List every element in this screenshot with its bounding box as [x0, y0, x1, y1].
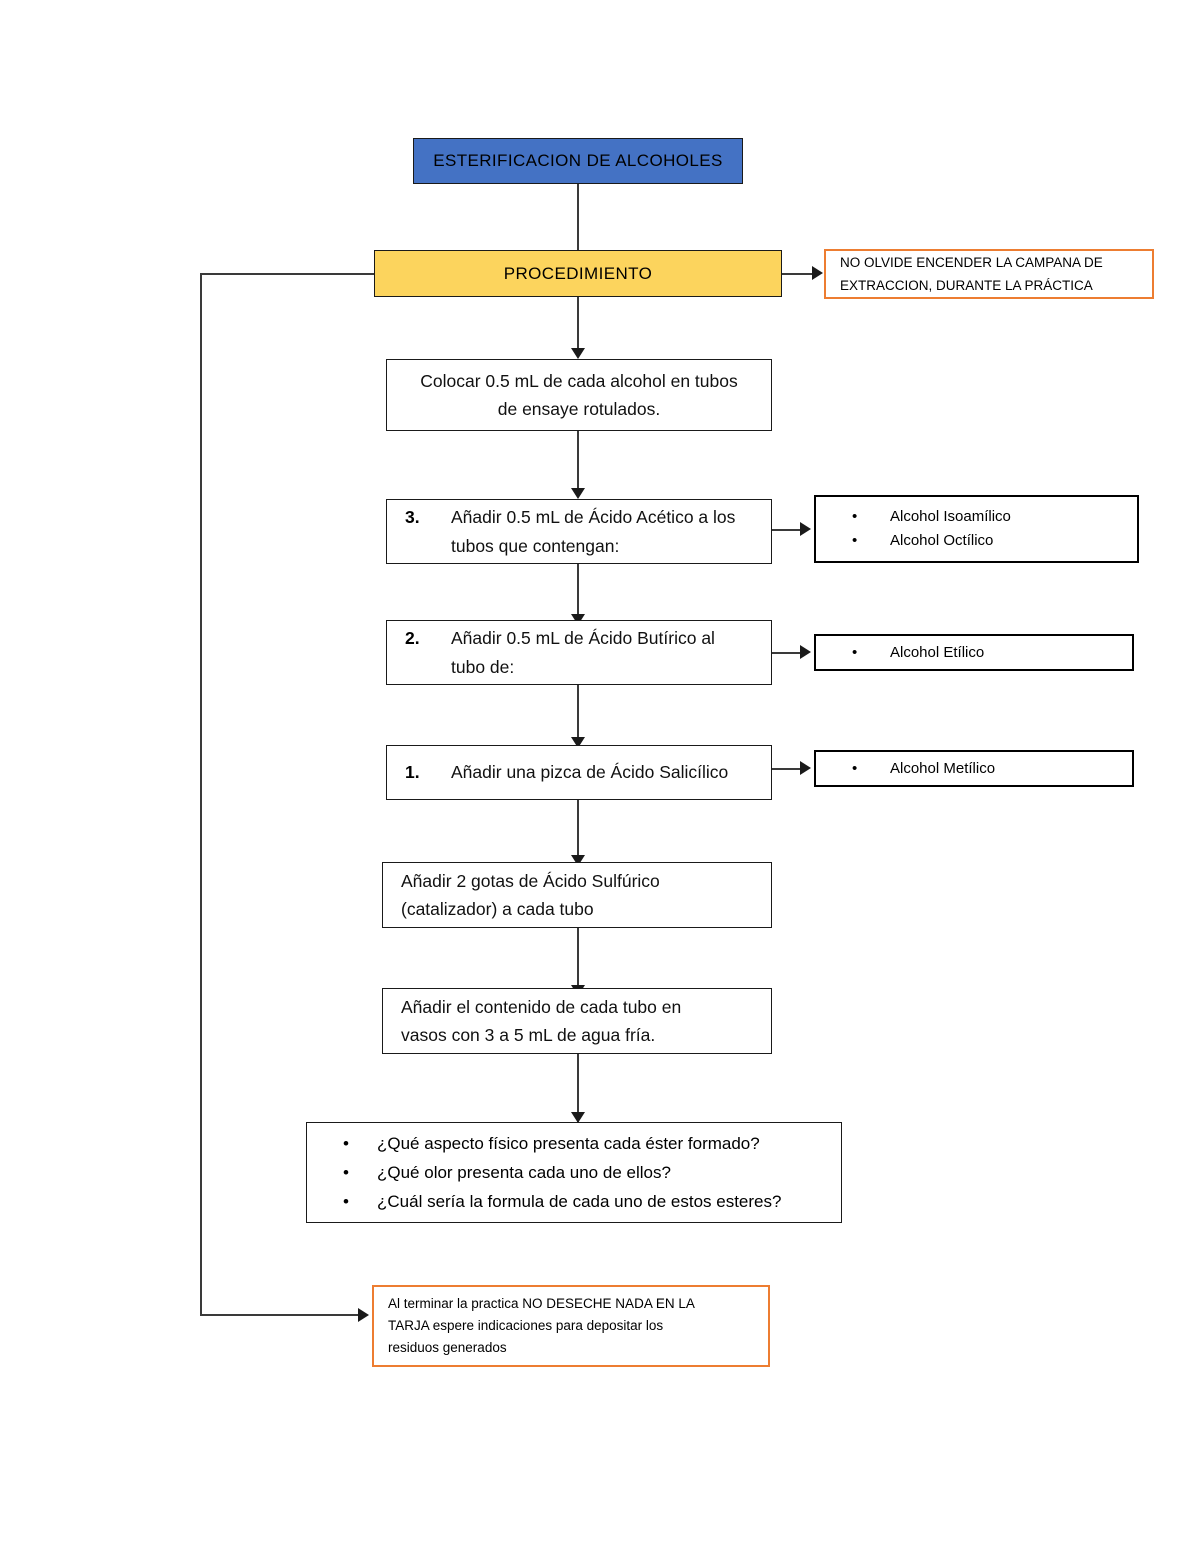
alcohol-list-acetico: Alcohol Isoamílico Alcohol Octílico	[814, 495, 1139, 563]
step-butirico-number: 2.	[405, 628, 420, 649]
step-box-acido-sulfurico: Añadir 2 gotas de Ácido Sulfúrico (catal…	[382, 862, 772, 928]
step-colocar-line2: de ensaye rotulados.	[497, 399, 661, 419]
connector-procedure-to-warning	[782, 273, 814, 275]
list-item: Alcohol Isoamílico	[830, 505, 1123, 529]
connector-sulfurico-to-agua	[577, 928, 579, 990]
list-item: ¿Cuál sería la formula de cada uno de es…	[321, 1187, 827, 1216]
step-box-acido-salicilico: 1. Añadir una pizca de Ácido Salicílico	[386, 745, 772, 800]
warning-residuos-line2: TARJA espere indicaciones para depositar…	[388, 1318, 664, 1334]
step-butirico-line1: Añadir 0.5 mL de Ácido Butírico al	[451, 628, 715, 649]
arrowhead-to-salicilico	[571, 737, 585, 748]
step-salicilico-content: 1. Añadir una pizca de Ácido Salicílico	[405, 758, 753, 786]
step-sulfurico-line2: (catalizador) a cada tubo	[401, 899, 594, 919]
step-sulfurico-line1: Añadir 2 gotas de Ácido Sulfúrico	[401, 870, 660, 891]
connector-salicilico-to-alcohols	[772, 768, 802, 770]
arrowhead-to-warning	[812, 266, 823, 280]
connector-butirico-to-salicilico	[577, 685, 579, 742]
arrowhead-to-salicilico-alcohols	[800, 761, 811, 775]
warning-box-residuos: Al terminar la practica NO DESECHE NADA …	[372, 1285, 770, 1367]
warning-campana-line2: EXTRACCION, DURANTE LA PRÁCTICA	[840, 278, 1093, 293]
list-item: Alcohol Octílico	[830, 529, 1123, 553]
step-butirico-line2: tubo de:	[451, 656, 515, 677]
arrowhead-to-acetico	[571, 488, 585, 499]
arrowhead-to-butirico-alcohols	[800, 645, 811, 659]
procedure-box: PROCEDIMIENTO	[374, 250, 782, 297]
warning-campana-line1: NO OLVIDE ENCENDER LA CAMPANA DE	[840, 254, 1103, 270]
step-acetico-line2: tubos que contengan:	[451, 535, 620, 556]
arrowhead-to-colocar	[571, 348, 585, 359]
connector-left-vertical	[200, 273, 202, 1315]
step-agua-line2: vasos con 3 a 5 mL de agua fría.	[401, 1025, 656, 1045]
list-item: ¿Qué aspecto físico presenta cada éster …	[321, 1129, 827, 1158]
step-colocar-line1: Colocar 0.5 mL de cada alcohol en tubos	[420, 370, 738, 391]
procedure-label: PROCEDIMIENTO	[503, 263, 653, 283]
connector-agua-to-preguntas	[577, 1054, 579, 1122]
step-box-agua-fria: Añadir el contenido de cada tubo en vaso…	[382, 988, 772, 1054]
step-box-acido-acetico: 3. Añadir 0.5 mL de Ácido Acético a los …	[386, 499, 772, 564]
step-box-colocar: Colocar 0.5 mL de cada alcohol en tubos …	[386, 359, 772, 431]
alcohol-list-butirico: Alcohol Etílico	[814, 634, 1134, 671]
step-butirico-content: 2. Añadir 0.5 mL de Ácido Butírico al tu…	[405, 624, 753, 681]
warning-residuos-line3: residuos generados	[388, 1339, 507, 1355]
page-title: ESTERIFICACION DE ALCOHOLES	[433, 151, 723, 170]
questions-box: ¿Qué aspecto físico presenta cada éster …	[306, 1122, 842, 1223]
list-item: Alcohol Etílico	[830, 641, 1118, 665]
alcohol-list-salicilico: Alcohol Metílico	[814, 750, 1134, 787]
connector-salicilico-to-sulfurico	[577, 800, 579, 860]
connector-procedure-to-colocar	[577, 297, 579, 350]
arrowhead-to-sulfurico	[571, 855, 585, 866]
arrowhead-to-preguntas	[571, 1112, 585, 1123]
step-acetico-line1: Añadir 0.5 mL de Ácido Acético a los	[451, 507, 736, 528]
connector-acetico-to-butirico	[577, 564, 579, 619]
connector-acetico-to-alcohols	[772, 529, 802, 531]
step-box-acido-butirico: 2. Añadir 0.5 mL de Ácido Butírico al tu…	[386, 620, 772, 685]
arrowhead-to-acetico-alcohols	[800, 522, 811, 536]
step-acetico-content: 3. Añadir 0.5 mL de Ácido Acético a los …	[405, 503, 753, 560]
warning-residuos-line1: Al terminar la practica NO DESECHE NADA …	[388, 1296, 695, 1312]
step-salicilico-line1: Añadir una pizca de Ácido Salicílico	[451, 762, 729, 783]
connector-left-to-residuos	[200, 1314, 360, 1316]
connector-colocar-to-acetico	[577, 431, 579, 491]
warning-box-campana: NO OLVIDE ENCENDER LA CAMPANA DE EXTRACC…	[824, 249, 1154, 299]
step-acetico-number: 3.	[405, 507, 420, 528]
list-item: Alcohol Metílico	[830, 757, 1118, 781]
step-salicilico-number: 1.	[405, 762, 420, 783]
step-agua-line1: Añadir el contenido de cada tubo en	[401, 996, 682, 1017]
list-item: ¿Qué olor presenta cada uno de ellos?	[321, 1158, 827, 1187]
arrowhead-to-butirico	[571, 614, 585, 625]
arrowhead-to-residuos	[358, 1308, 369, 1322]
title-box: ESTERIFICACION DE ALCOHOLES	[413, 138, 743, 184]
connector-procedure-left-out	[200, 273, 374, 275]
connector-title-to-procedure	[577, 184, 579, 250]
connector-butirico-to-alcohols	[772, 652, 802, 654]
